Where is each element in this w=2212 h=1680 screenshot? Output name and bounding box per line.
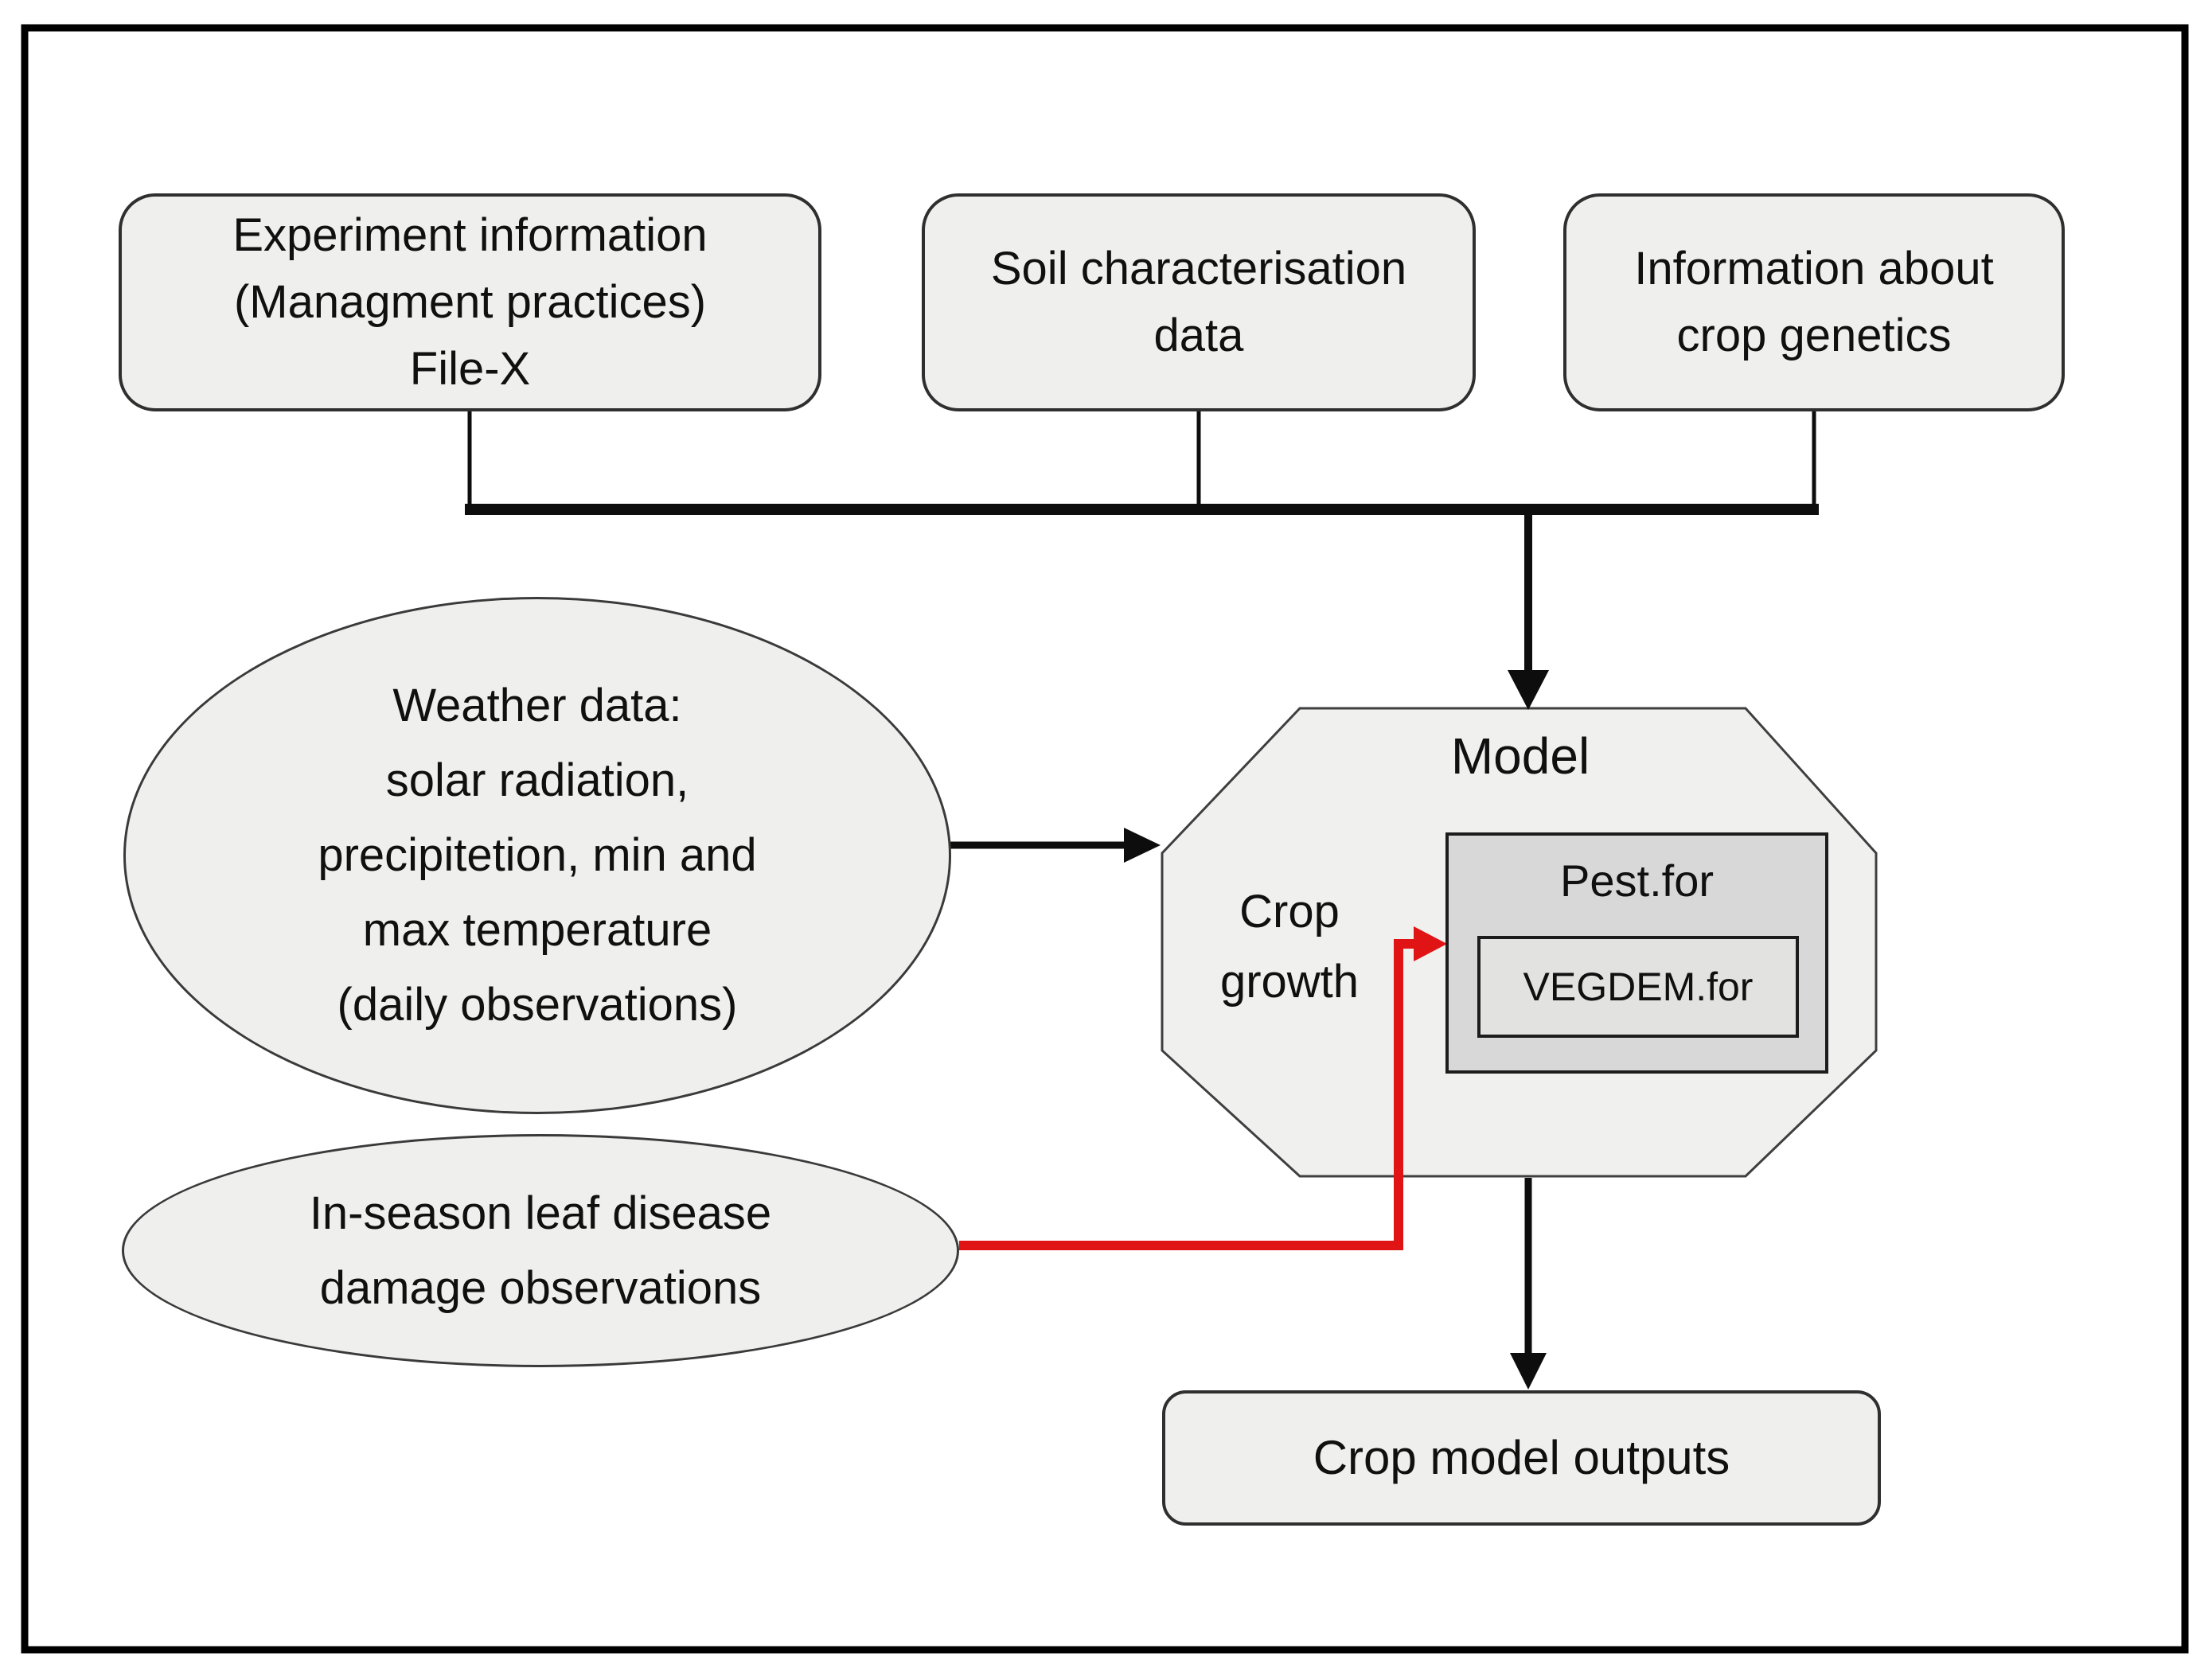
leaf-disease-label: In-season leaf disease damage observatio… xyxy=(309,1187,772,1314)
pest-for-label: Pest.for xyxy=(1560,856,1714,906)
crop-growth-text: Crop growth xyxy=(1219,886,1360,1008)
model-title-label: Model xyxy=(1450,727,1590,785)
disease-to-pest-red-line xyxy=(959,939,1418,1250)
crop-genetics-label: Information about crop genetics xyxy=(1634,243,1994,361)
vegdem-for-label: VEGDEM.for xyxy=(1523,965,1754,1009)
crop-model-outputs-label: Crop model outputs xyxy=(1313,1431,1730,1484)
model-title: Model xyxy=(1170,720,1871,792)
vegdem-for-box: VEGDEM.for xyxy=(1477,936,1799,1038)
crop-model-outputs-box: Crop model outputs xyxy=(1162,1390,1881,1526)
weather-to-model-arrowhead xyxy=(1124,828,1161,863)
model-to-outputs-arrowhead xyxy=(1510,1353,1547,1390)
leaf-disease-ellipse: In-season leaf disease damage observatio… xyxy=(122,1134,959,1367)
soil-characterisation-box: Soil characterisation data xyxy=(922,193,1476,411)
experiment-information-box: Experiment information (Managment practi… xyxy=(119,193,821,411)
weather-data-ellipse: Weather data: solar radiation, precipite… xyxy=(123,597,951,1114)
pest-for-box: Pest.for VEGDEM.for xyxy=(1445,832,1828,1074)
soil-characterisation-label: Soil characterisation data xyxy=(990,243,1407,361)
disease-to-pest-red-arrowhead xyxy=(1414,926,1447,961)
outer-frame xyxy=(21,24,2189,1654)
experiment-information-label: Experiment information (Managment practi… xyxy=(232,209,708,395)
crop-genetics-box: Information about crop genetics xyxy=(1563,193,2065,411)
crop-growth-label: Crop growth xyxy=(1154,871,1425,1023)
inputs-to-model-arrowhead xyxy=(1508,670,1549,710)
weather-data-label: Weather data: solar radiation, precipite… xyxy=(318,680,757,1031)
